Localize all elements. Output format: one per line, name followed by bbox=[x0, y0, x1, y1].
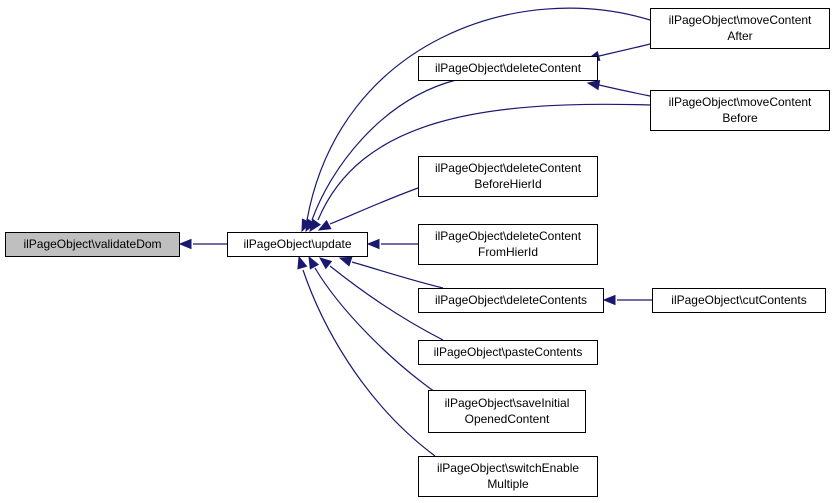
edge-line bbox=[351, 261, 444, 289]
edge-line bbox=[317, 103, 651, 221]
node-deleteContent[interactable]: ilPageObject\deleteContent bbox=[418, 56, 598, 81]
node-label: Before bbox=[722, 111, 758, 125]
node-validateDom[interactable]: ilPageObject\validateDom bbox=[5, 232, 180, 257]
node-box bbox=[418, 456, 598, 497]
edge-line bbox=[598, 84, 651, 97]
edge-switchEnableMultiple-to-update bbox=[297, 255, 436, 457]
edge-line bbox=[311, 79, 457, 221]
edge-moveContentBefore-to-update bbox=[309, 103, 651, 233]
node-label: ilPageObject\switchEnable bbox=[437, 461, 579, 475]
node-label: ilPageObject\deleteContent bbox=[435, 229, 582, 243]
node-box bbox=[428, 390, 586, 433]
node-box bbox=[418, 288, 604, 313]
edge-deleteContentFromHierId-to-update bbox=[366, 238, 418, 250]
node-label: ilPageObject\validateDom bbox=[23, 237, 161, 251]
node-cutContents[interactable]: ilPageObject\cutContents bbox=[652, 288, 826, 313]
node-label: After bbox=[727, 29, 752, 43]
node-label: ilPageObject\pasteContents bbox=[434, 345, 583, 359]
edge-deleteContents-to-update bbox=[338, 256, 444, 289]
node-label: ilPageObject\deleteContents bbox=[435, 293, 587, 307]
node-label: BeforeHierId bbox=[474, 177, 541, 191]
node-box bbox=[227, 232, 368, 257]
node-pasteContents[interactable]: ilPageObject\pasteContents bbox=[418, 340, 598, 365]
node-update[interactable]: ilPageObject\update bbox=[227, 232, 368, 257]
edge-line bbox=[598, 43, 651, 57]
edge-cutContents-to-deleteContents bbox=[602, 294, 652, 306]
node-deleteContents[interactable]: ilPageObject\deleteContents bbox=[418, 288, 604, 313]
node-label: ilPageObject\saveInitial bbox=[445, 396, 570, 410]
node-box bbox=[418, 340, 598, 365]
node-label: ilPageObject\deleteContent bbox=[435, 61, 582, 75]
arrowhead bbox=[178, 238, 192, 250]
edge-pasteContents-to-update bbox=[318, 257, 444, 341]
node-label: FromHierId bbox=[478, 245, 538, 259]
edge-moveContentAfter-to-update bbox=[301, 7, 651, 233]
node-label: ilPageObject\deleteContent bbox=[435, 161, 582, 175]
node-box bbox=[5, 232, 180, 257]
edge-deleteContentBeforeHierId-to-update bbox=[317, 187, 419, 231]
arrowhead bbox=[318, 257, 333, 270]
node-label: OpenedContent bbox=[465, 412, 550, 426]
node-box bbox=[652, 288, 826, 313]
node-box bbox=[418, 56, 598, 81]
node-box bbox=[418, 224, 598, 265]
edge-saveInitialOpenedContent-to-update bbox=[308, 255, 436, 393]
nodes-layer: ilPageObject\validateDom ilPageObject\upd… bbox=[5, 8, 830, 497]
edge-line bbox=[329, 187, 419, 225]
node-label: Multiple bbox=[487, 477, 529, 491]
edge-line bbox=[329, 265, 444, 341]
arrowhead bbox=[309, 218, 322, 233]
edge-line bbox=[306, 7, 651, 221]
arrowhead bbox=[317, 219, 332, 231]
arrowhead bbox=[586, 79, 601, 91]
edge-line bbox=[314, 267, 436, 393]
edge-deleteContent-to-update bbox=[305, 79, 457, 233]
edges-layer bbox=[178, 7, 652, 457]
arrowhead bbox=[366, 238, 380, 250]
arrowhead bbox=[602, 294, 616, 306]
node-box bbox=[418, 156, 598, 197]
node-label: ilPageObject\cutContents bbox=[671, 293, 806, 307]
node-box bbox=[650, 8, 830, 49]
arrowhead bbox=[308, 255, 320, 270]
node-label: ilPageObject\moveContent bbox=[669, 95, 812, 109]
arrowhead bbox=[338, 256, 353, 267]
node-label: ilPageObject\update bbox=[243, 237, 351, 251]
arrowhead bbox=[297, 255, 308, 270]
edge-moveContentBefore-to-deleteContent bbox=[586, 79, 651, 97]
edge-line bbox=[302, 269, 436, 457]
node-box bbox=[650, 90, 830, 131]
edge-update-to-validateDom bbox=[178, 238, 227, 250]
node-label: ilPageObject\moveContent bbox=[669, 13, 812, 27]
